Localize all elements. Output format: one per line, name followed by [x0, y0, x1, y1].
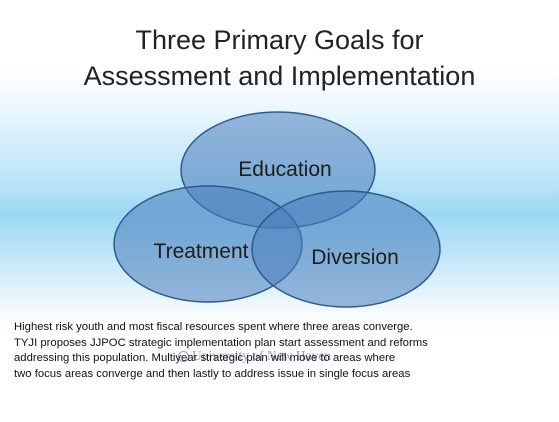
venn-label-education: Education: [238, 158, 331, 181]
venn-circle-diversion: [251, 190, 441, 308]
body-line-1: Highest risk youth and most fiscal resou…: [14, 321, 413, 333]
title-line-2: Assessment and Implementation: [83, 61, 476, 91]
venn-label-diversion: Diversion: [311, 246, 399, 269]
body-line-4: two focus areas converge and then lastly…: [14, 367, 411, 380]
body-line-3: addressing this population. Multiyear st…: [14, 352, 396, 364]
body-line-2: TYJI proposes JJPOC strategic implementa…: [14, 336, 428, 349]
body-text: Highest risk youth and most fiscal resou…: [14, 320, 550, 382]
title-line-1: Three Primary Goals for: [135, 25, 424, 55]
slide-title: Three Primary Goals for Assessment and I…: [0, 22, 559, 94]
university-name: University of New Haven: [192, 348, 332, 363]
university-logo: University of New Haven: [178, 348, 331, 364]
venn-label-treatment: Treatment: [154, 240, 249, 263]
university-seal-icon: [178, 350, 189, 362]
